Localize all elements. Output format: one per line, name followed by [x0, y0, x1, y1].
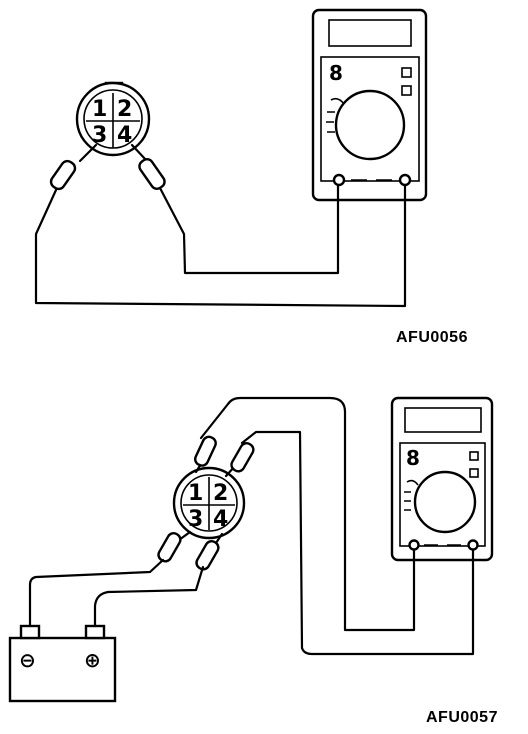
connector-1-pin-1: 1 [92, 97, 107, 122]
connector-1-pin-4: 4 [117, 123, 132, 148]
connector-2-pin-3: 3 [188, 507, 203, 532]
multimeter-2: 8 [390, 396, 494, 562]
connector-2-pin-2: 2 [213, 481, 228, 506]
connector-1: 1 2 3 4 [75, 81, 151, 157]
probe-top-left-2 [193, 435, 217, 474]
probe-top-right-2 [224, 442, 255, 478]
probe-right-1 [130, 143, 166, 190]
connector-2: 1 2 3 4 [172, 466, 246, 540]
figure-1: 8 1 2 3 4 [34, 8, 428, 308]
connector-1-pin-2: 2 [117, 97, 132, 122]
figure-2-code: AFU0057 [426, 709, 498, 726]
figure-2: 8 1 2 3 4 [8, 396, 494, 703]
svg-text:8: 8 [406, 446, 420, 470]
wire-top-right-to-meter-2 [240, 430, 475, 656]
wire-top-left-to-meter-2 [199, 396, 416, 632]
connector-2-pin-4: 4 [213, 507, 228, 532]
probe-bottom-left-2 [157, 530, 192, 563]
wire-battery-positive-2 [93, 565, 205, 628]
probe-bottom-right-2 [195, 532, 224, 571]
figure-1-code: AFU0056 [396, 329, 468, 346]
battery-positive-terminal: ⊕ [84, 648, 101, 672]
battery-negative-terminal: ⊖ [19, 648, 36, 672]
probe-left-1 [49, 143, 98, 191]
svg-text:8: 8 [329, 61, 343, 85]
connector-2-pin-1: 1 [188, 481, 203, 506]
connector-1-pin-3: 3 [92, 123, 107, 148]
battery: ⊖ ⊕ [8, 624, 117, 703]
wire-right-to-meter-1 [158, 184, 340, 275]
wire-left-to-meter-1 [34, 184, 407, 308]
multimeter-1: 8 [311, 8, 428, 202]
wire-battery-negative-2 [28, 558, 165, 628]
